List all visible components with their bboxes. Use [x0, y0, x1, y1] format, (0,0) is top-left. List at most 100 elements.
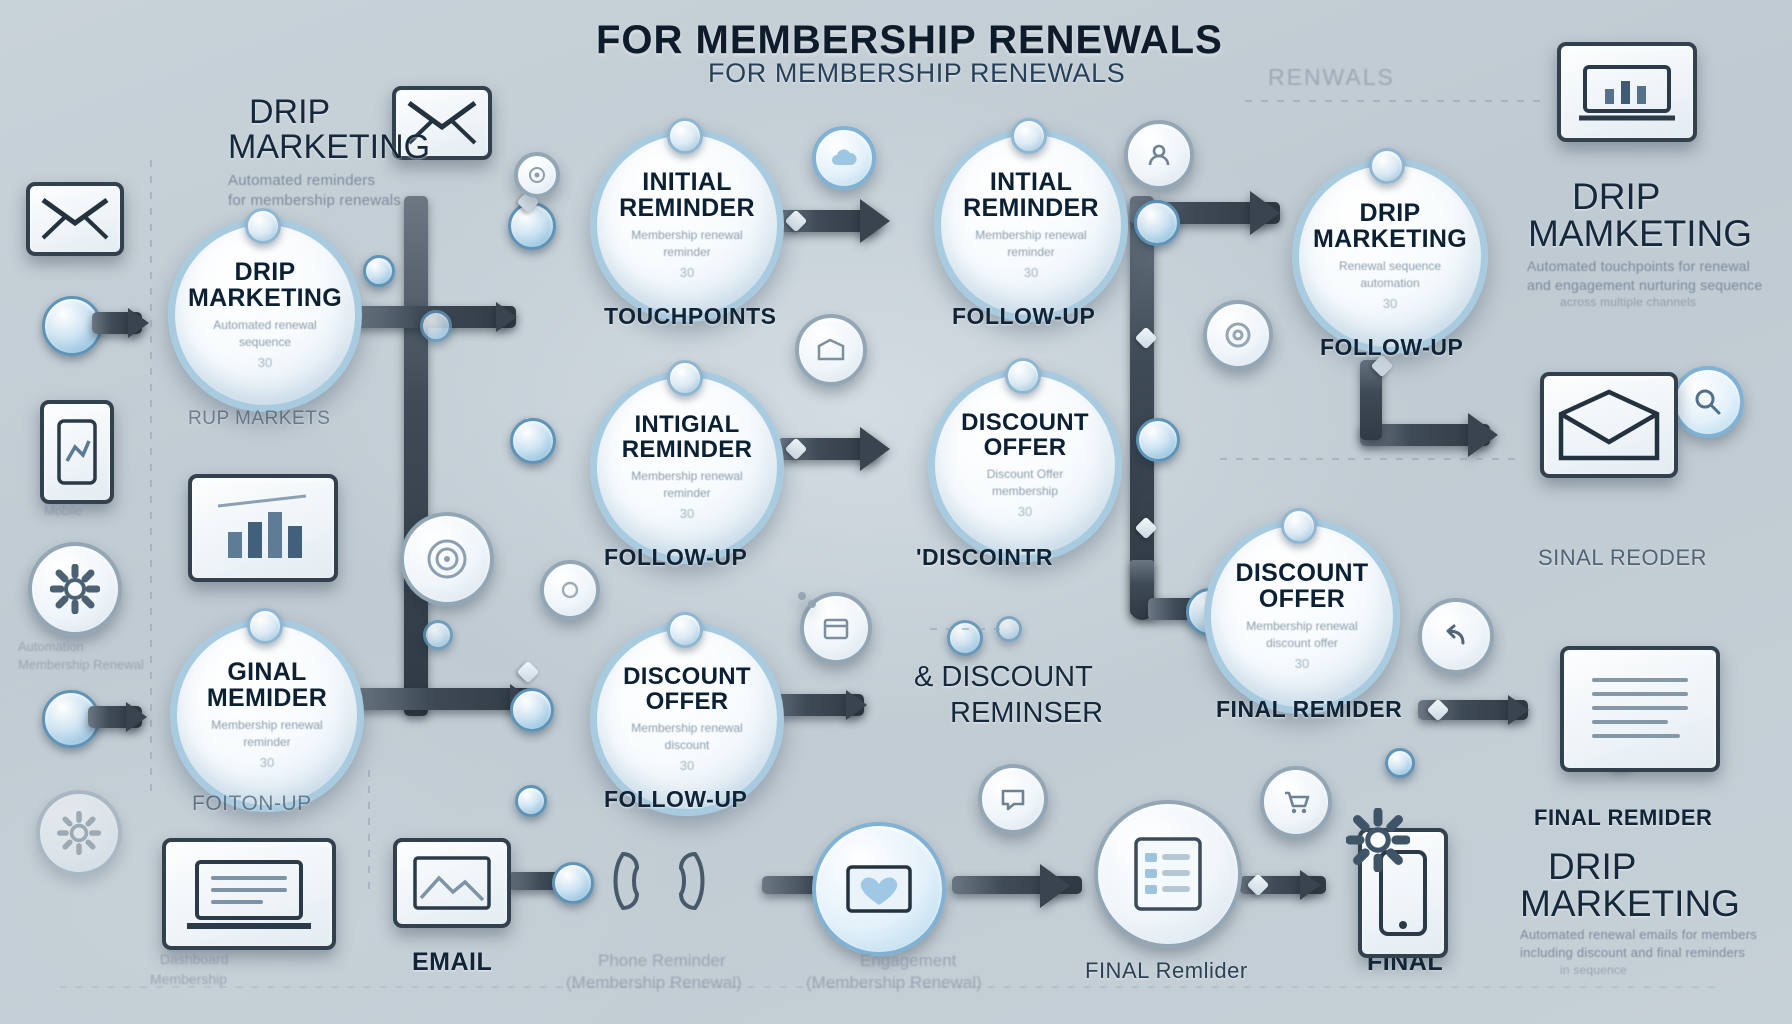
connector-arrow-c [860, 427, 890, 471]
node-sub-line1: Membership renewal [631, 469, 743, 484]
bottom-arrow-d [1300, 870, 1321, 900]
node-title-line2: MARKETING [1312, 224, 1468, 253]
guide-right-horizontal [1220, 458, 1520, 460]
guide-mid-vertical [368, 770, 370, 890]
reply-arrow-icon [1418, 598, 1494, 674]
panel-top-right-title-1: DRIP [1572, 176, 1661, 217]
panel-bottom-right-caption: FINAL REMIDER [1534, 805, 1713, 830]
ring-icon [1203, 300, 1273, 370]
node-caption-initial-right: FOLLOW-UP [952, 303, 1096, 329]
node-sub-line2: reminder [663, 245, 711, 259]
guide-left-vertical [150, 160, 152, 800]
node-discount-offer-mid[interactable]: DISCOUNT OFFER Discount Offer membership… [928, 368, 1122, 562]
node-initial-reminder-top[interactable]: INITIAL REMINDER Membership renewal remi… [590, 128, 784, 322]
node-initial-reminder-mid[interactable]: INTIGIAL REMINDER Membership renewal rem… [590, 370, 784, 564]
node-pin-1 [245, 208, 281, 244]
node-sub-line1: Discount Offer [986, 467, 1064, 482]
panel-bottom-right-blurb-2: including discount and final reminders [1520, 945, 1746, 960]
node-title-line2: REMINDER [621, 435, 753, 463]
gear-bottom-right-icon [1338, 800, 1418, 880]
spine-arrow-2a [1250, 191, 1280, 235]
label-email: EMAIL [412, 948, 493, 976]
label-final-reminder-mid: FINAL Remlider [1085, 958, 1248, 983]
rail-laptop-caption-2: Membership [150, 971, 228, 987]
node-mark: 30 [679, 757, 695, 773]
guide-bottom-horizontal [60, 986, 1720, 988]
node-sub-line2: automation [1360, 276, 1420, 290]
node-sub-line1: Membership renewal [1246, 619, 1358, 634]
connector-bar-b [778, 210, 878, 232]
node-title-line1: DISCOUNT [1235, 559, 1369, 588]
spine-chevron-3 [516, 660, 540, 684]
node-mark: 30 [1294, 655, 1310, 671]
panel-top-right-blurb-3: across multiple channels [1560, 295, 1697, 309]
node-drip-marketing-right[interactable]: DRIP MARKETING Renewal sequence automati… [1292, 158, 1488, 354]
node-title-line1: DRIP [234, 258, 296, 287]
node-pin-7 [1005, 358, 1041, 394]
panel-top-left-title-2: MARKETING [228, 128, 431, 166]
spine-knob-2a [1134, 200, 1180, 246]
connector-bar-d [768, 694, 864, 716]
image-card-icon [798, 592, 806, 600]
spine-knob-1b [510, 418, 556, 464]
node-caption-discount-mid: 'DISCOINTR [916, 544, 1053, 570]
node-final-reminder-left[interactable]: GINAL MEMIDER Membership renewal reminde… [170, 618, 364, 812]
connector-arrow-e [1468, 413, 1498, 457]
node-caption-initial-top: TOUCHPOINTS [604, 303, 777, 329]
telephone-handset-icon [604, 845, 714, 917]
node-mark: 30 [679, 264, 695, 280]
node-sub-line1: Membership renewal [211, 718, 323, 733]
node-mark: 30 [679, 505, 695, 521]
envelope-rail-icon [26, 182, 124, 256]
panel-bottom-right-blurb-1: Automated renewal emails for members [1520, 927, 1757, 942]
gear-rail-icon [28, 542, 122, 636]
node-caption-final-left: FOITON-UP [192, 792, 312, 815]
label-heart-2: (Membership Renewal) [806, 973, 982, 992]
node-sub-line1: Membership renewal [631, 228, 743, 243]
bottom-knob-a [552, 862, 594, 904]
node-mark: 30 [1023, 264, 1039, 280]
dot-f [1385, 748, 1415, 778]
node-caption-drip-right: FOLLOW-UP [1320, 334, 1464, 360]
node-discount-offer-left[interactable]: DISCOUNT OFFER Membership renewal discou… [590, 622, 784, 816]
checklist-icon [1094, 800, 1242, 948]
node-sub-line2: sequence [238, 335, 292, 349]
laptop-chart-icon [1557, 42, 1697, 142]
node-sub-line2: discount offer [1266, 636, 1338, 650]
header-divider [1245, 100, 1545, 102]
node-caption-initial-mid: FOLLOW-UP [604, 544, 748, 570]
connector-arrow-f [1508, 695, 1529, 725]
panel-top-right-blurb-2: and engagement nurturing sequence [1527, 277, 1763, 293]
header-corner-label: RENWALS [1268, 64, 1395, 90]
spine-knob-2b [1136, 418, 1180, 462]
node-sub-line2: discount [664, 737, 710, 752]
connector-bar-c [778, 438, 878, 460]
node-drip-marketing-left[interactable]: DRIP MARKETING Automated renewal sequenc… [168, 218, 362, 412]
label-discount-reminder-2: REMINSER [950, 697, 1104, 729]
connector-arrow-a [128, 308, 149, 338]
document-small-icon [808, 600, 816, 608]
dot-b [420, 310, 452, 342]
node-sub-line1: Membership renewal [631, 721, 743, 736]
rail-laptop-caption-1: Dashboard [160, 951, 229, 967]
laptop-rail-icon [162, 838, 336, 950]
node-mark: 30 [1382, 295, 1398, 311]
node-mark: 30 [257, 354, 273, 370]
node-sub-line2: membership [991, 483, 1059, 498]
node-discount-offer-right[interactable]: DISCOUNT OFFER Membership renewal discou… [1204, 518, 1400, 714]
node-title-line2: REMINDER [963, 193, 1099, 222]
document-icon [1560, 646, 1720, 772]
node-title-line2: OFFER [983, 433, 1067, 461]
node-initial-reminder-right[interactable]: INTIAL REMINDER Membership renewal remin… [934, 128, 1128, 322]
dot-trail [930, 628, 1000, 630]
rail-gear-caption-2: Membership Renewal [18, 657, 144, 672]
calendar-icon [800, 592, 872, 664]
page-title: FOR MEMBERSHIP RENEWALS [596, 18, 1223, 62]
rail-gear-caption-1: Automation [18, 639, 84, 654]
node-mark: 30 [1017, 503, 1033, 519]
mobile-phone-rail-icon [40, 400, 114, 504]
person-icon-top [1124, 120, 1194, 190]
spine-knob-1c [510, 688, 554, 732]
node-title-line2: REMINDER [619, 193, 755, 222]
